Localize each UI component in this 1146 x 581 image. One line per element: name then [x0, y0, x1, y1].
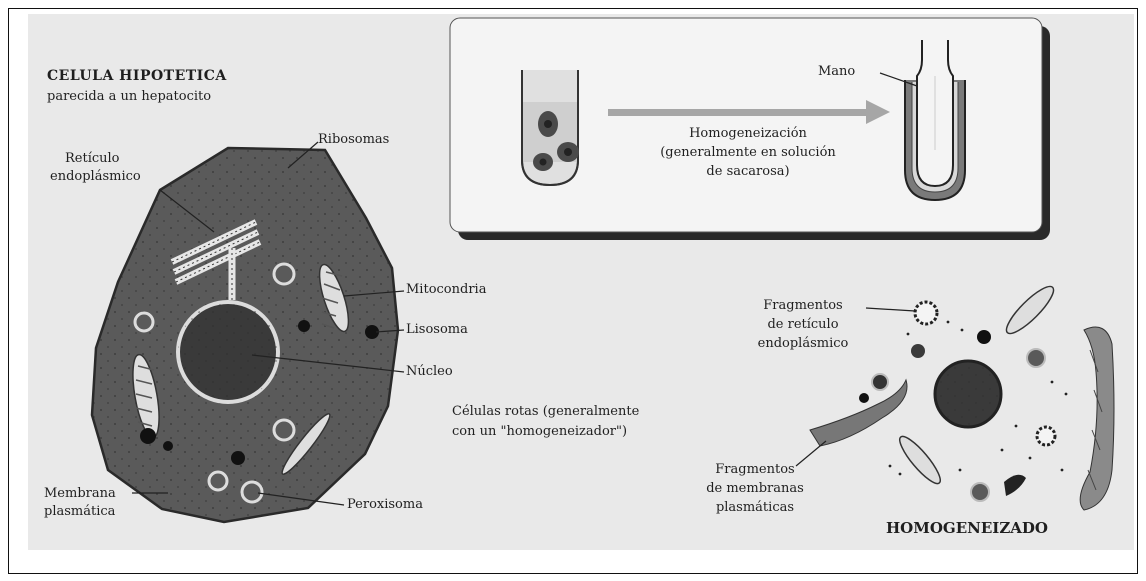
homogenate-title: HOMOGENEIZADO: [886, 520, 1048, 536]
frag-re-line-3: endoplásmico: [738, 336, 868, 352]
label-peroxisoma: Peroxisoma: [347, 497, 423, 513]
frag-re-line-2: de retículo: [738, 317, 868, 333]
frag-mp-line-2: de membranas: [690, 481, 820, 497]
nucleus: [178, 302, 278, 402]
process-line-2: (generalmente en solución: [628, 145, 868, 161]
label-lisosoma: Lisosoma: [406, 322, 468, 338]
label-mitocondria: Mitocondria: [406, 282, 486, 298]
homogenate-fragments: [810, 281, 1114, 510]
label-nucleo: Núcleo: [406, 364, 453, 380]
broken-cells-line-1: Células rotas (generalmente: [452, 404, 639, 420]
label-mano: Mano: [818, 64, 855, 80]
label-reticulo-1: Retículo: [65, 151, 120, 167]
process-line-3: de sacarosa): [628, 164, 868, 180]
test-tube-cells: [522, 70, 579, 185]
process-line-1: Homogeneización: [628, 126, 868, 142]
label-reticulo-2: endoplásmico: [50, 169, 141, 185]
cell-title: CELULA HIPOTETICA: [47, 68, 227, 84]
label-ribosomas: Ribosomas: [318, 132, 389, 148]
cell-subtitle: parecida a un hepatocito: [47, 89, 211, 105]
frag-mp-line-3: plasmáticas: [690, 500, 820, 516]
frag-re-line-1: Fragmentos: [738, 298, 868, 314]
label-membrana-2: plasmática: [44, 504, 115, 520]
frag-mp-line-1: Fragmentos: [690, 462, 820, 478]
broken-cells-line-2: con un "homogeneizador"): [452, 424, 627, 440]
peroxisome: [242, 482, 262, 502]
label-membrana-1: Membrana: [44, 486, 116, 502]
